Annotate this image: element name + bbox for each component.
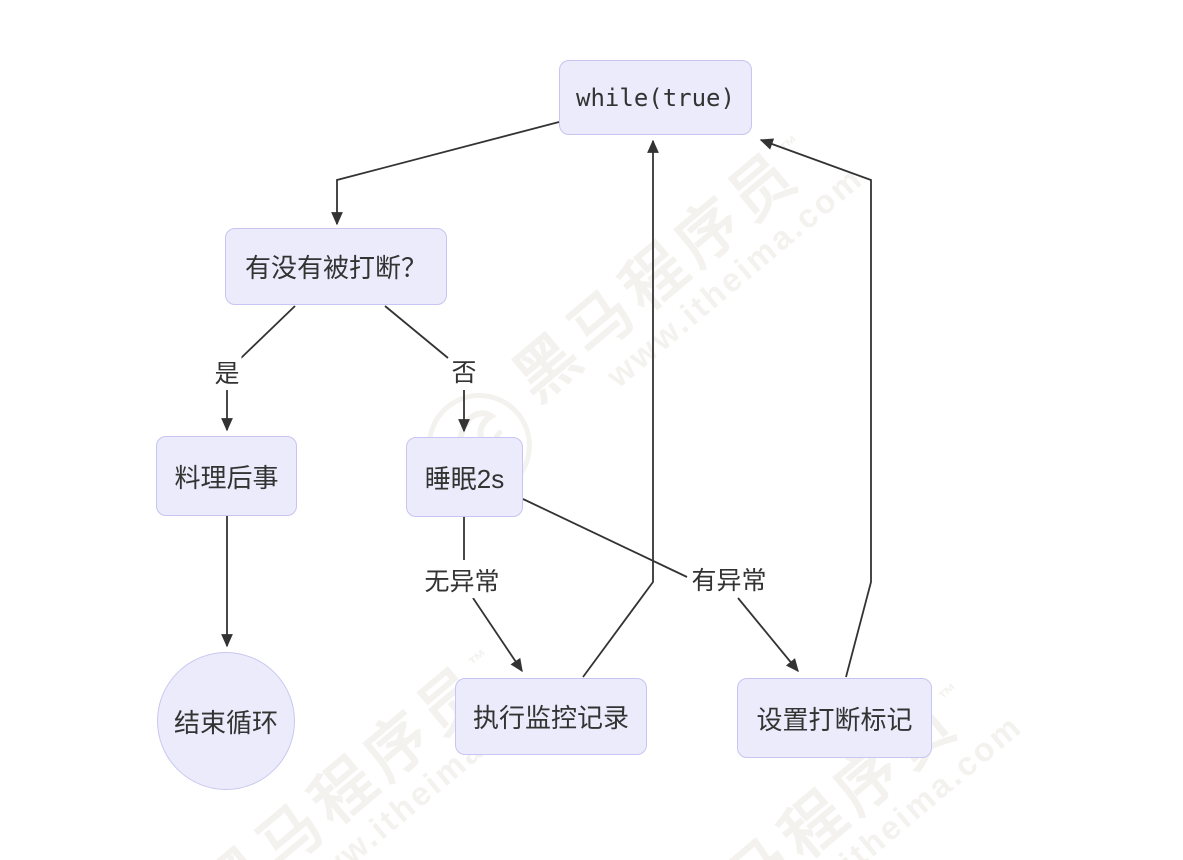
node-end-loop: 结束循环 [157, 652, 295, 790]
edge-setflag-to-while [759, 138, 872, 678]
edge-interrupted-to-no-label [384, 305, 449, 359]
node-interrupted-question: 有没有被打断？ [225, 228, 447, 305]
node-while-true: while(true) [559, 60, 752, 135]
edge-label-no-exception: 无异常 [422, 562, 502, 598]
edge-sleep-to-hasexception-label [522, 498, 688, 578]
edge-noexception-label-to-monitor [472, 597, 523, 673]
edge-label-no: 否 [449, 353, 479, 389]
edge-interrupted-to-yes-label [240, 305, 296, 359]
edge-label-yes: 是 [212, 354, 242, 390]
node-sleep-2s: 睡眠2s [406, 437, 523, 517]
node-monitor-record: 执行监控记录 [455, 678, 647, 755]
node-set-interrupt-flag: 设置打断标记 [737, 678, 932, 758]
edge-while-to-interrupted [331, 121, 560, 226]
edge-monitor-to-while [582, 139, 659, 678]
edge-label-has-exception: 有异常 [689, 561, 769, 597]
node-aftermath: 料理后事 [156, 436, 297, 516]
edge-hasexception-label-to-setflag [737, 597, 799, 673]
